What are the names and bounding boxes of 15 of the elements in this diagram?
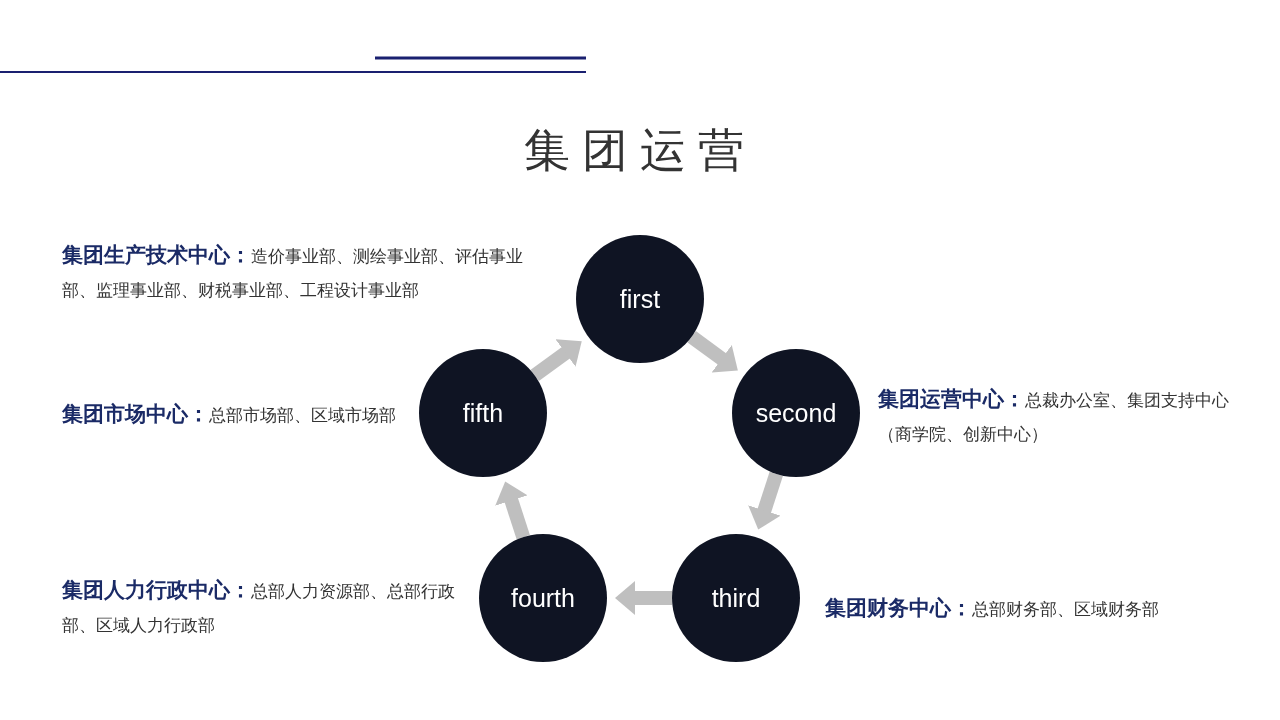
step-circle: fifth xyxy=(419,349,547,477)
description-text: 集团财务中心：总部财务部、区域财务部 xyxy=(825,595,1160,622)
description-text: 集团生产技术中心：造价事业部、测绘事业部、评估事业部、监理事业部、财税事业部、工程设计事业部 xyxy=(62,242,524,302)
arrow xyxy=(748,471,783,530)
step-circle: first xyxy=(576,235,704,363)
description-text: 集团人力行政中心：总部人力资源部、总部行政部、区域人力行政部 xyxy=(62,577,456,637)
title: 集团运营 xyxy=(523,122,757,179)
step-circle: fourth xyxy=(479,534,607,662)
description-text: 集团市场中心：总部市场部、区域市场部 xyxy=(62,401,397,428)
arrow xyxy=(495,481,530,540)
step-circle: second xyxy=(732,349,860,477)
arrow xyxy=(530,339,582,382)
arrow xyxy=(687,331,738,373)
description-text: 集团运营中心：总裁办公室、集团支持中心（商学院、创新中心） xyxy=(878,386,1230,446)
step-circle: third xyxy=(672,534,800,662)
